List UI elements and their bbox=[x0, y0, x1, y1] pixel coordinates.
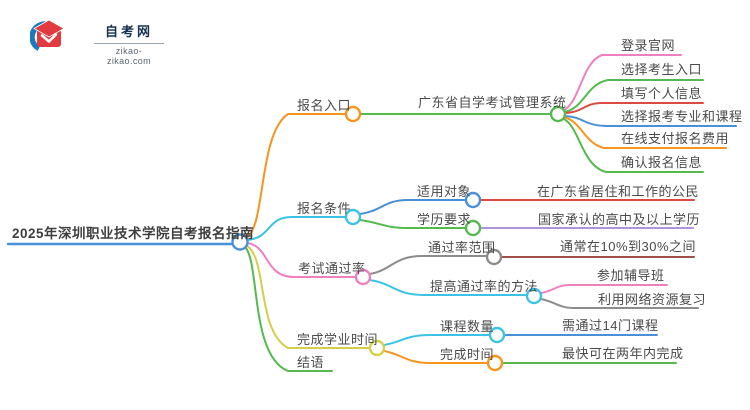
leaf-line-candidate-entry bbox=[563, 79, 704, 113]
leaf-confirm-registration-info: 确认报名信息 bbox=[621, 155, 703, 170]
leaf-line-tutoring-class bbox=[540, 284, 668, 294]
leaf-line-major-courses bbox=[564, 115, 737, 127]
branch-line-requirements bbox=[246, 216, 347, 241]
node-circle-requirements bbox=[344, 208, 362, 226]
branch-line-pass-rate bbox=[246, 242, 357, 278]
leaf-line-login bbox=[563, 54, 682, 111]
node-circle-applicable-target bbox=[464, 191, 482, 209]
line-improve-methods bbox=[369, 279, 528, 296]
node-circle-course-count bbox=[488, 326, 506, 344]
branch-line-completion-time bbox=[245, 244, 371, 349]
branch-conclusion: 结语 bbox=[297, 355, 325, 370]
root-node-label: 2025年深圳职业技术学院自考报名指南 bbox=[12, 226, 255, 241]
leaf-high-school-or-above: 国家承认的高中及以上学历 bbox=[538, 212, 701, 227]
node-pass-rate-range: 通过率范围 bbox=[428, 240, 496, 255]
node-education-requirement: 学历要求 bbox=[417, 212, 472, 227]
leaf-attend-tutoring-class: 参加辅导班 bbox=[597, 268, 665, 283]
node-applicable-target: 适用对象 bbox=[417, 184, 472, 199]
leaf-pay-registration-fee: 在线支付报名费用 bbox=[621, 131, 730, 146]
node-circle-registration-entry bbox=[344, 105, 362, 123]
leaf-line-online-resources bbox=[540, 298, 699, 309]
node-course-count: 课程数量 bbox=[440, 319, 495, 334]
root-node-circle bbox=[231, 233, 249, 251]
logo-title: 自考网 bbox=[104, 24, 153, 39]
leaf-line-personal-info bbox=[564, 102, 704, 114]
node-circle-finish-time bbox=[486, 354, 504, 372]
line-education-requirement bbox=[359, 219, 467, 229]
leaf-login-official-site: 登录官网 bbox=[621, 38, 676, 53]
leaf-use-online-resources: 利用网络资源复习 bbox=[598, 292, 707, 307]
node-circle-education-requirement bbox=[464, 219, 482, 237]
leaf-choose-major-courses: 选择报考专业和课程 bbox=[621, 109, 743, 124]
leaf-gd-residents-workers: 在广东省居住和工作的公民 bbox=[537, 184, 700, 199]
node-circle-guangdong-system bbox=[549, 105, 567, 123]
leaf-finish-in-two-years: 最快可在两年内完成 bbox=[562, 346, 684, 361]
node-circle-improve-methods bbox=[525, 287, 543, 305]
leaf-line-pay-fee bbox=[563, 116, 727, 149]
leaf-candidate-entry: 选择考生入口 bbox=[621, 62, 703, 77]
line-course-count bbox=[383, 334, 491, 346]
branch-completion-time: 完成学业时间 bbox=[297, 332, 379, 347]
logo-domain: zikao-zikao.com bbox=[106, 46, 152, 66]
leaf-fill-personal-info: 填写个人信息 bbox=[621, 86, 703, 101]
node-finish-time: 完成时间 bbox=[440, 347, 495, 362]
node-circle-pass-rate-range bbox=[485, 248, 503, 266]
line-applicable-target bbox=[359, 199, 467, 215]
branch-requirements: 报名条件 bbox=[297, 201, 352, 216]
logo-divider bbox=[94, 43, 164, 44]
node-improve-pass-rate-methods: 提高通过率的方法 bbox=[430, 279, 539, 294]
branch-registration-entry: 报名入口 bbox=[297, 98, 352, 113]
logo-text-block: 自考网 zikao-zikao.com bbox=[94, 21, 164, 66]
node-circle-pass-rate bbox=[354, 268, 372, 286]
branch-line-registration-entry bbox=[245, 113, 347, 239]
node-circle-completion-time bbox=[368, 339, 386, 357]
graduation-cap-icon bbox=[30, 19, 65, 53]
leaf-10-to-30-percent: 通常在10%到30%之间 bbox=[560, 239, 697, 254]
line-finish-time bbox=[383, 350, 489, 364]
line-pass-rate-range bbox=[369, 255, 488, 275]
node-guangdong-system: 广东省自学考试管理系统 bbox=[418, 95, 567, 110]
branch-pass-rate: 考试通过率 bbox=[298, 261, 366, 276]
branch-line-conclusion bbox=[244, 246, 333, 372]
leaf-pass-14-courses: 需通过14门课程 bbox=[562, 318, 659, 333]
leaf-line-confirm-info bbox=[563, 118, 704, 173]
site-logo: 自考网 zikao-zikao.com bbox=[30, 18, 164, 66]
